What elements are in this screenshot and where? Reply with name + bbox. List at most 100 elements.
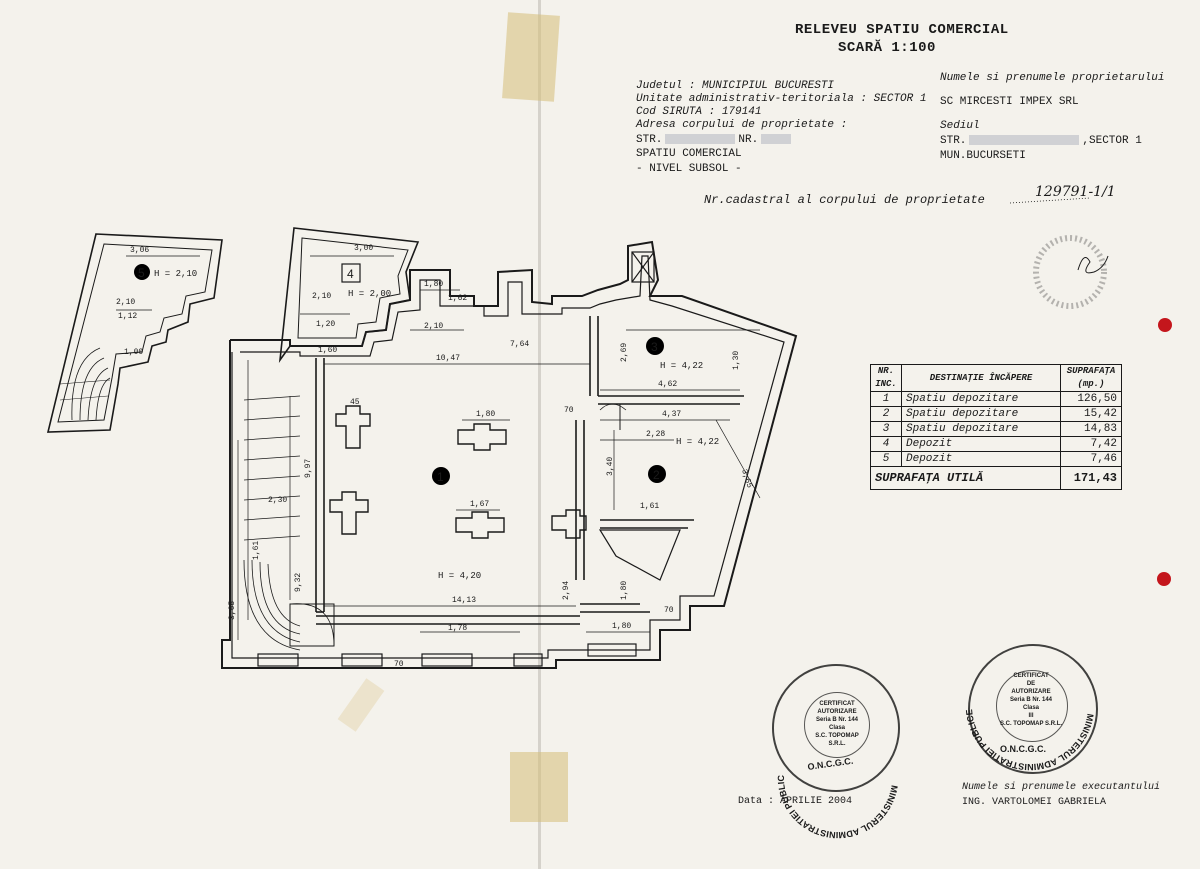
table-row: 1 Spatiu depozitare 126,50 — [870, 391, 1122, 407]
dim-112: 1,12 — [118, 312, 137, 321]
dim-161: 1,61 — [640, 502, 659, 511]
sediu-city: MUN.BUCURSETI — [940, 150, 1026, 162]
table-total-row: SUPRAFAŢA UTILĂ 171,43 — [870, 466, 1122, 490]
doc-title: RELEVEU SPATIU COMERCIAL — [795, 22, 1009, 38]
dim-70-b: 70 — [664, 606, 674, 615]
total-label: SUPRAFAŢA UTILĂ — [870, 466, 1061, 490]
sediu-str: STR. — [940, 135, 967, 147]
dim-210-b: 2,10 — [312, 292, 331, 301]
tape-bottom — [510, 752, 568, 822]
dim-180-c: 1,80 — [612, 622, 631, 631]
cadastral-value: 129791-1/1 — [1035, 184, 1116, 200]
nr-label: NR. — [738, 134, 759, 146]
dim-764: 7,64 — [510, 340, 529, 349]
dim-167: 1,67 — [470, 500, 489, 509]
dim-180-d: 1,80 — [620, 581, 629, 600]
room-5-number: 5 — [138, 266, 145, 280]
dim-462: 4,62 — [658, 380, 677, 389]
col-nr: NR. INC. — [870, 364, 902, 392]
dim-437: 4,37 — [662, 410, 681, 419]
spatiu-line: SPATIU COMERCIAL — [636, 148, 742, 160]
columns — [329, 405, 587, 539]
col-dest: DESTINAŢIE ÎNCĂPERE — [901, 364, 1061, 392]
room-1-number: 1 — [437, 470, 444, 484]
dim-269: 2,69 — [620, 343, 629, 362]
faint-seal — [1033, 235, 1107, 309]
room-3-number: 3 — [651, 340, 658, 354]
dim-210-c: 2,10 — [424, 322, 443, 331]
dim-160: 1,60 — [318, 346, 337, 355]
left-stamp-ring-text: MINISTERUL ADMINISTRATIEI PUBLICE — [0, 0, 900, 840]
date-line: Data : APRILIE 2004 — [738, 796, 853, 807]
sediu-line: STR.,SECTOR 1 — [940, 135, 1142, 147]
room-3-height: H = 4,22 — [660, 361, 703, 371]
dim-45: 45 — [350, 398, 360, 407]
dim-228: 2,28 — [646, 430, 665, 439]
right-stamp-inner — [996, 670, 1068, 742]
interior-walls — [315, 316, 744, 625]
table-header-row: NR. INC. DESTINAŢIE ÎNCĂPERE SUPRAFAŢA (… — [870, 364, 1122, 392]
dimension-lines — [116, 255, 761, 640]
executant-name: ING. VARTOLOMEI GABRIELA — [962, 797, 1107, 808]
dim-70-a: 70 — [564, 406, 574, 415]
executant-label: Numele si prenumele executantului — [962, 782, 1161, 793]
main-outline — [221, 240, 798, 669]
tower — [631, 251, 655, 283]
room-1-height: H = 4,20 — [438, 571, 481, 581]
dim-365-b: 3,65 — [739, 468, 754, 489]
street-prefix: STR. — [636, 134, 663, 146]
dim-932: 9,32 — [294, 573, 303, 592]
dim-130: 1,30 — [732, 351, 741, 370]
col-area: SUPRAFAŢA (mp.) — [1060, 364, 1122, 392]
dim-210-a: 2,10 — [116, 298, 135, 307]
doc-scale: SCARĂ 1:100 — [838, 40, 936, 56]
dim-230: 2,30 — [268, 496, 287, 505]
dim-178: 1,78 — [448, 624, 467, 633]
dim-162: 1,62 — [448, 294, 467, 303]
dim-306: 3,06 — [130, 246, 149, 255]
redacted-nr — [761, 134, 792, 145]
room-area-table: NR. INC. DESTINAŢIE ÎNCĂPERE SUPRAFAŢA (… — [870, 364, 1122, 490]
total-value: 171,43 — [1060, 466, 1122, 490]
dim-161-b: 1,61 — [252, 541, 261, 560]
redacted-street — [665, 134, 736, 145]
dim-100: 1,00 — [124, 348, 143, 357]
red-mark-top — [1158, 318, 1172, 332]
judet-line: Judetul : MUNICIPIUL BUCURESTI — [636, 80, 835, 92]
room-5-annex — [46, 233, 223, 433]
dim-294: 2,94 — [562, 581, 571, 600]
siruta-line: Cod SIRUTA : 179141 — [636, 106, 762, 118]
table-row: 5 Depozit 7,46 — [870, 451, 1122, 467]
nivel-line: - NIVEL SUBSOL - — [636, 163, 742, 175]
red-mark-bottom — [1157, 572, 1171, 586]
paper-fold — [538, 0, 541, 869]
adresa-label: Adresa corpului de proprietate : — [636, 119, 848, 131]
table-row: 4 Depozit 7,42 — [870, 436, 1122, 452]
room-4-height: H = 2,00 — [348, 289, 391, 299]
dim-1047: 10,47 — [436, 354, 460, 363]
right-stamp — [968, 644, 1098, 774]
dim-340: 3,40 — [606, 457, 615, 476]
room-labels: 1 H = 4,20 2 H = 4,22 3 H = 4,22 4 H = 2… — [134, 263, 719, 581]
table-row: 2 Spatiu depozitare 15,42 — [870, 406, 1122, 422]
redacted-sediu — [969, 135, 1080, 146]
dim-70-c: 70 — [394, 660, 404, 669]
windows-bottom — [257, 643, 637, 667]
main-stairs — [243, 395, 335, 651]
dim-1413: 14,13 — [452, 596, 476, 605]
table-row: 3 Spatiu depozitare 14,83 — [870, 421, 1122, 437]
cadastral-label: Nr.cadastral al corpului de proprietate — [704, 193, 985, 207]
dim-120: 1,20 — [316, 320, 335, 329]
left-stamp-inner — [804, 692, 870, 758]
street-line: STR. NR. — [636, 134, 794, 146]
room-2-number: 2 — [653, 468, 660, 482]
dim-180-b: 1,80 — [476, 410, 495, 419]
room-5-height: H = 2,10 — [154, 269, 197, 279]
room-4-number: 4 — [347, 267, 354, 281]
room-2-height: H = 4,22 — [676, 437, 719, 447]
signature — [1077, 255, 1109, 274]
left-stamp-inner-text: CERTIFICAT AUTORIZARE Seria B Nr. 144 Cl… — [815, 701, 859, 747]
owner-label: Numele si prenumele proprietarului — [940, 72, 1165, 84]
right-stamp-inner-text: CERTIFICAT DE AUTORIZARE Seria B Nr. 144… — [999, 673, 1063, 727]
